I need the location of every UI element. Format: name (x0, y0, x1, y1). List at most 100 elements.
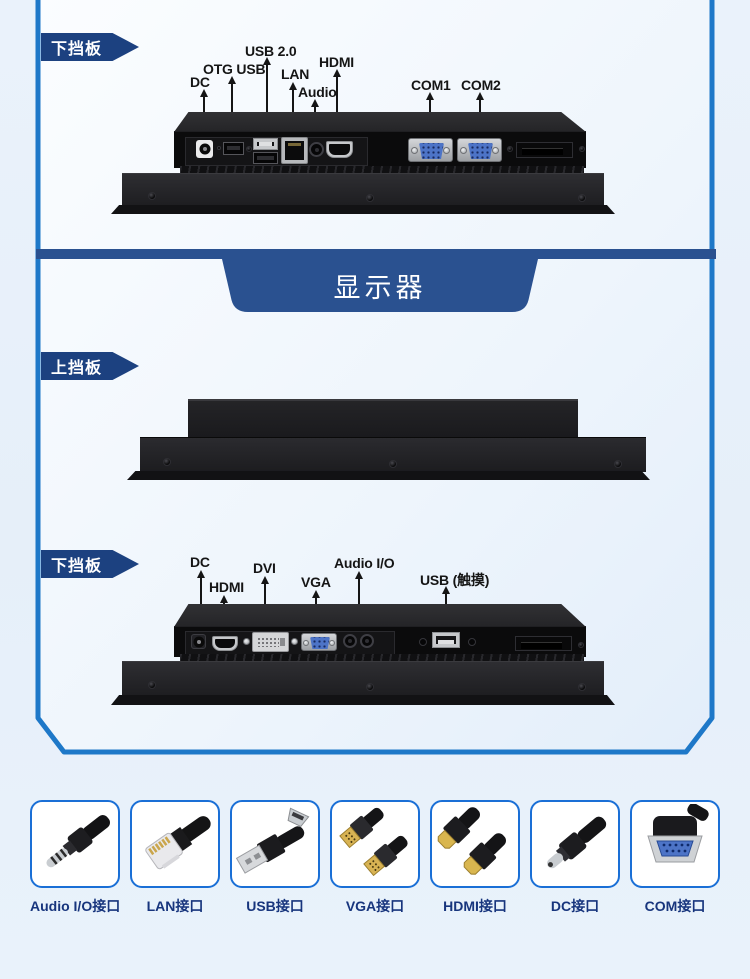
usb-plug-icon (235, 807, 310, 874)
port-label-otg-usb: OTG USB (203, 61, 266, 77)
audio-io-card (30, 800, 120, 888)
arrow-hdmi (332, 69, 341, 137)
screw (579, 146, 585, 152)
port-label-dvi: DVI (253, 560, 276, 576)
port-label-hdmi2: HDMI (209, 579, 244, 595)
usb-touch-port (432, 632, 460, 648)
bezel-screw (389, 460, 397, 468)
section3-flag-label: 下挡板 (50, 558, 102, 575)
device3-flange (111, 695, 615, 705)
expansion-slot (515, 636, 572, 651)
device3-bezel (122, 661, 604, 697)
port-label-com2: COM2 (461, 77, 501, 93)
lan-port (281, 137, 308, 164)
otg-usb-port (223, 142, 244, 155)
bezel-screw (366, 194, 374, 202)
com-card (630, 800, 720, 888)
bezel-screw (578, 194, 586, 202)
vga-port (301, 633, 337, 651)
device3-chassis-top (174, 604, 586, 627)
port-label-lan: LAN (281, 66, 310, 82)
device2-flange (127, 471, 650, 480)
card-label-lan: LAN接口 (146, 898, 204, 914)
arrow-audio-io (354, 571, 363, 616)
device1-vents (180, 166, 584, 174)
port-label-usb20: USB 2.0 (245, 43, 297, 59)
nut (411, 147, 418, 154)
db9-icon (647, 804, 709, 863)
divider-trapezoid (222, 259, 538, 312)
audio-jack-port (309, 142, 324, 157)
card-label-com: COM接口 (644, 898, 706, 914)
section1-flag-label: 下挡板 (50, 41, 102, 58)
nut (492, 147, 499, 154)
mount-hole (419, 638, 427, 646)
card-label-dc: DC接口 (550, 898, 600, 914)
arrow-otg-usb (227, 76, 236, 138)
bezel-screw (578, 683, 586, 691)
nut (460, 147, 467, 154)
usb20-port-bottom (253, 152, 278, 164)
device2-top-slab (188, 399, 578, 437)
dvi-port (252, 632, 289, 652)
arrow-dc2 (196, 570, 205, 623)
screw (507, 146, 513, 152)
card-label-audio-io: Audio I/O接口 (30, 898, 121, 914)
com2-face (468, 143, 493, 159)
hdmi-card (430, 800, 520, 888)
hdmi-port (326, 141, 353, 158)
audio-out-jack (360, 634, 374, 648)
port-label-usb-touch: USB (触摸) (420, 572, 490, 588)
section2-flag-label: 上挡板 (50, 360, 102, 377)
bezel-screw (366, 683, 374, 691)
port-label-audio-io: Audio I/O (334, 555, 395, 571)
nut (291, 638, 298, 645)
nut (243, 638, 250, 645)
usb-card (230, 800, 320, 888)
port-label-com1: COM1 (411, 77, 451, 93)
rj45-icon (145, 816, 211, 870)
dc-plug-icon (547, 816, 607, 869)
hdmi-plug-icon (437, 807, 506, 875)
usb20-port-top (253, 138, 278, 150)
bezel-screw (148, 681, 156, 689)
pinhole (217, 146, 221, 150)
connector-cards-row (30, 800, 720, 888)
dc-port (196, 140, 213, 158)
divider-bar (36, 249, 716, 259)
device3-vents (180, 654, 584, 662)
vga-card (330, 800, 420, 888)
com2-port (457, 138, 502, 162)
port-label-audio: Audio (298, 84, 337, 100)
nut (329, 640, 335, 646)
vga-plug-icon (339, 807, 408, 877)
connector-labels-row: Audio I/O接口 LAN接口 USB接口 VGA接口 HDMI接口 DC接… (30, 896, 720, 916)
port-label-vga: VGA (301, 574, 331, 590)
divider-title: 显示器 (333, 272, 427, 303)
device3-port-band (174, 626, 586, 657)
lan-card (130, 800, 220, 888)
com1-face (419, 143, 444, 159)
com1-port (408, 138, 453, 162)
device1-flange (111, 205, 615, 214)
vga-face (310, 637, 330, 649)
hdmi-port (212, 636, 238, 651)
card-label-hdmi: HDMI接口 (443, 898, 507, 914)
device1-chassis-top (174, 112, 586, 132)
screw (246, 146, 252, 152)
nut (443, 147, 450, 154)
bezel-screw (614, 460, 622, 468)
nut (303, 640, 309, 646)
port-label-dc2: DC (190, 554, 210, 570)
audio-in-jack (343, 634, 357, 648)
arrow-usb20 (262, 57, 271, 135)
dc-port (191, 634, 206, 649)
audio-jack-icon (46, 815, 110, 868)
device1-bezel (122, 173, 604, 207)
bezel-screw (163, 458, 171, 466)
port-label-dc: DC (190, 74, 210, 90)
screw (578, 642, 584, 648)
expansion-slot (516, 142, 573, 158)
device1-port-band (174, 131, 586, 168)
